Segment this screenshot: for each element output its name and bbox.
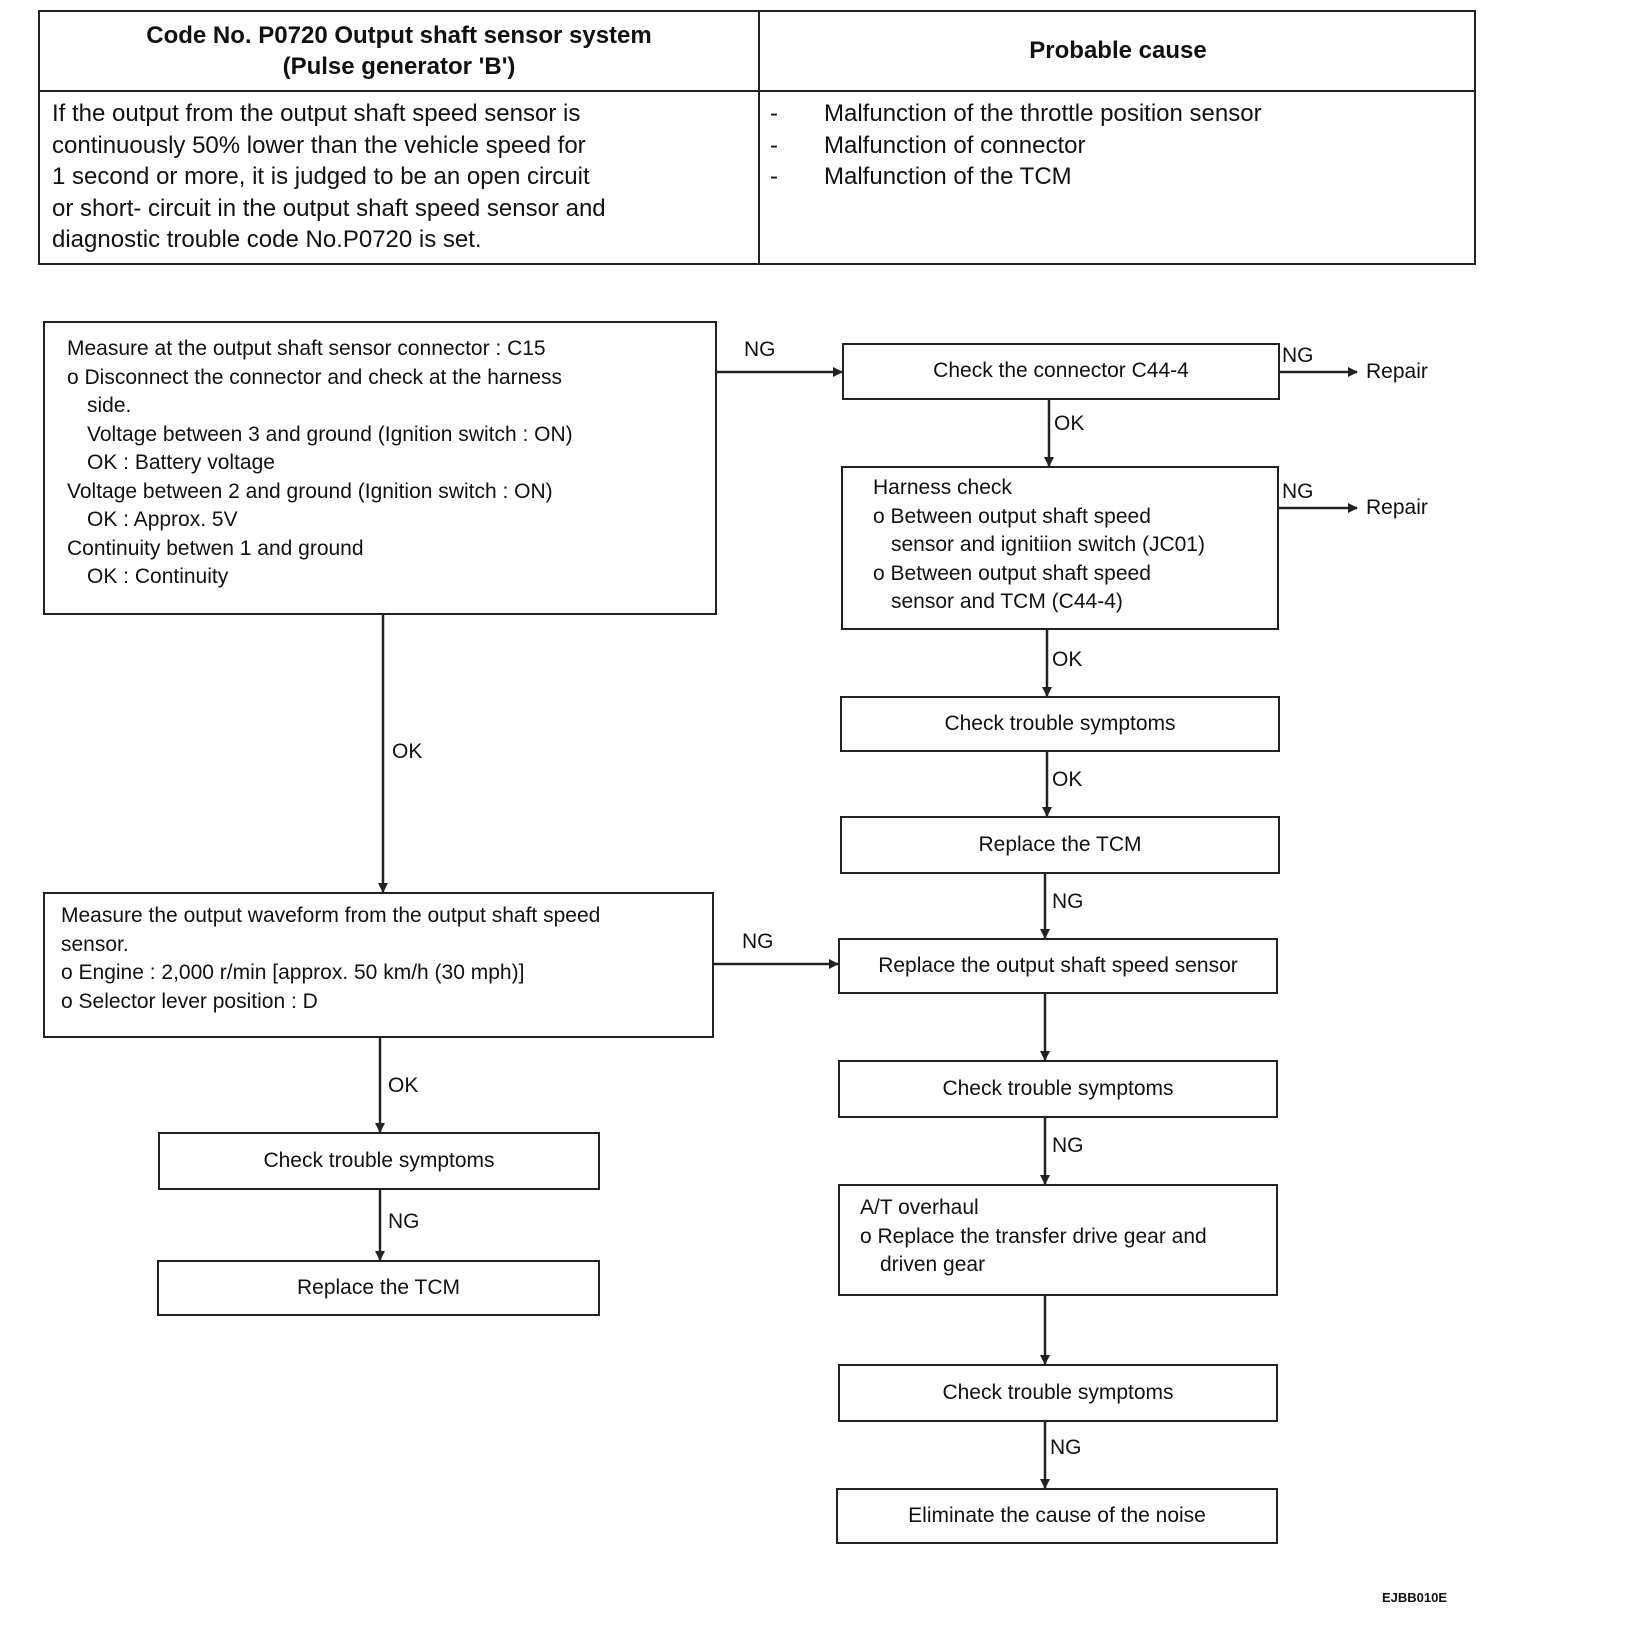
eliminate-noise-box: Eliminate the cause of the noise bbox=[836, 1488, 1278, 1544]
description-line: If the output from the output shaft spee… bbox=[52, 100, 581, 127]
description-line: continuously 50% lower than the vehicle … bbox=[52, 131, 586, 159]
ng-label: NG bbox=[742, 930, 774, 953]
description-line: or short- circuit in the output shaft sp… bbox=[52, 194, 606, 222]
ng-label: NG bbox=[1282, 344, 1314, 367]
ok-label: OK bbox=[388, 1074, 419, 1097]
ok-label: OK bbox=[1054, 412, 1085, 435]
step-text: o Between output shaft speed bbox=[873, 561, 1151, 585]
table-header-probable-cause: Probable cause bbox=[1029, 37, 1207, 64]
ng-label: NG bbox=[1052, 1134, 1084, 1157]
table-divider-horizontal bbox=[40, 90, 1474, 92]
replace-tcm-box-left: Replace the TCM bbox=[157, 1260, 600, 1316]
cause-text: Malfunction of connector bbox=[824, 131, 1086, 159]
step-text: o Engine : 2,000 r/min [approx. 50 km/h … bbox=[61, 961, 525, 984]
header-code-line-1: Code No. P0720 Output shaft sensor syste… bbox=[146, 22, 652, 49]
bullet-dash: - bbox=[770, 100, 778, 127]
cause-text: Malfunction of the TCM bbox=[824, 163, 1072, 190]
at-overhaul-box: A/T overhaul o Replace the transfer driv… bbox=[838, 1184, 1278, 1296]
cause-item: - Malfunction of connector bbox=[770, 130, 1470, 162]
ng-label: NG bbox=[1282, 480, 1314, 503]
step-text: Continuity betwen 1 and ground bbox=[67, 536, 364, 560]
measure-connector-box: Measure at the output shaft sensor conne… bbox=[43, 321, 717, 615]
replace-sensor-box: Replace the output shaft speed sensor bbox=[838, 938, 1278, 994]
ng-label: NG bbox=[1050, 1436, 1082, 1459]
measure-waveform-box: Measure the output waveform from the out… bbox=[43, 892, 714, 1038]
check-symptoms-box-3: Check trouble symptoms bbox=[838, 1364, 1278, 1422]
step-text: sensor and ignitiion switch (JC01) bbox=[891, 533, 1205, 556]
check-symptoms-box-left: Check trouble symptoms bbox=[158, 1132, 600, 1190]
check-connector-box: Check the connector C44-4 bbox=[842, 343, 1280, 400]
figure-code: EJBB010E bbox=[1382, 1590, 1448, 1605]
check-symptoms-box-2: Check trouble symptoms bbox=[838, 1060, 1278, 1118]
step-text: o Selector lever position : D bbox=[61, 989, 318, 1013]
description-line: 1 second or more, it is judged to be an … bbox=[52, 163, 590, 190]
harness-check-box: Harness check o Between output shaft spe… bbox=[841, 466, 1279, 630]
check-symptoms-box-1: Check trouble symptoms bbox=[840, 696, 1280, 752]
step-text: sensor. bbox=[61, 932, 129, 956]
step-text: Voltage between 2 and ground (Ignition s… bbox=[67, 479, 553, 503]
step-text: Measure the output waveform from the out… bbox=[61, 904, 601, 927]
step-text: side. bbox=[87, 394, 132, 417]
dtc-table: Code No. P0720 Output shaft sensor syste… bbox=[38, 10, 1476, 265]
ng-label: NG bbox=[388, 1210, 420, 1233]
step-text: OK : Battery voltage bbox=[87, 451, 275, 474]
step-text: o Between output shaft speed bbox=[873, 504, 1151, 528]
step-text: o Disconnect the connector and check at … bbox=[67, 365, 562, 389]
description-line: diagnostic trouble code No.P0720 is set. bbox=[52, 226, 482, 253]
step-text: Voltage between 3 and ground (Ignition s… bbox=[87, 422, 573, 446]
step-text: Harness check bbox=[873, 476, 1012, 499]
repair-label: Repair bbox=[1366, 360, 1428, 383]
probable-cause-list: - Malfunction of the throttle position se… bbox=[770, 98, 1470, 193]
cause-item: - Malfunction of the TCM bbox=[770, 161, 1470, 193]
ng-label: NG bbox=[744, 338, 776, 361]
step-text: OK : Continuity bbox=[87, 565, 229, 588]
ok-label: OK bbox=[392, 740, 423, 763]
ng-label: NG bbox=[1052, 890, 1084, 913]
bullet-dash: - bbox=[770, 163, 778, 190]
step-text: A/T overhaul bbox=[860, 1196, 979, 1219]
bullet-dash: - bbox=[770, 131, 778, 159]
step-text: Measure at the output shaft sensor conne… bbox=[67, 337, 546, 360]
table-divider-vertical bbox=[758, 12, 760, 263]
ok-label: OK bbox=[1052, 648, 1083, 671]
step-text: sensor and TCM (C44-4) bbox=[891, 590, 1123, 613]
header-code-line-2: (Pulse generator 'B') bbox=[282, 53, 516, 80]
ok-label: OK bbox=[1052, 768, 1083, 791]
dtc-description: If the output from the output shaft spee… bbox=[52, 98, 752, 256]
step-text: OK : Approx. 5V bbox=[87, 508, 238, 531]
cause-item: - Malfunction of the throttle position se… bbox=[770, 98, 1470, 130]
cause-text: Malfunction of the throttle position sen… bbox=[824, 100, 1262, 127]
step-text: o Replace the transfer drive gear and bbox=[860, 1224, 1207, 1248]
repair-label: Repair bbox=[1366, 496, 1428, 519]
replace-tcm-box-right: Replace the TCM bbox=[840, 816, 1280, 874]
step-text: driven gear bbox=[880, 1253, 986, 1276]
table-header-code: Code No. P0720 Output shaft sensor syste… bbox=[40, 12, 758, 90]
